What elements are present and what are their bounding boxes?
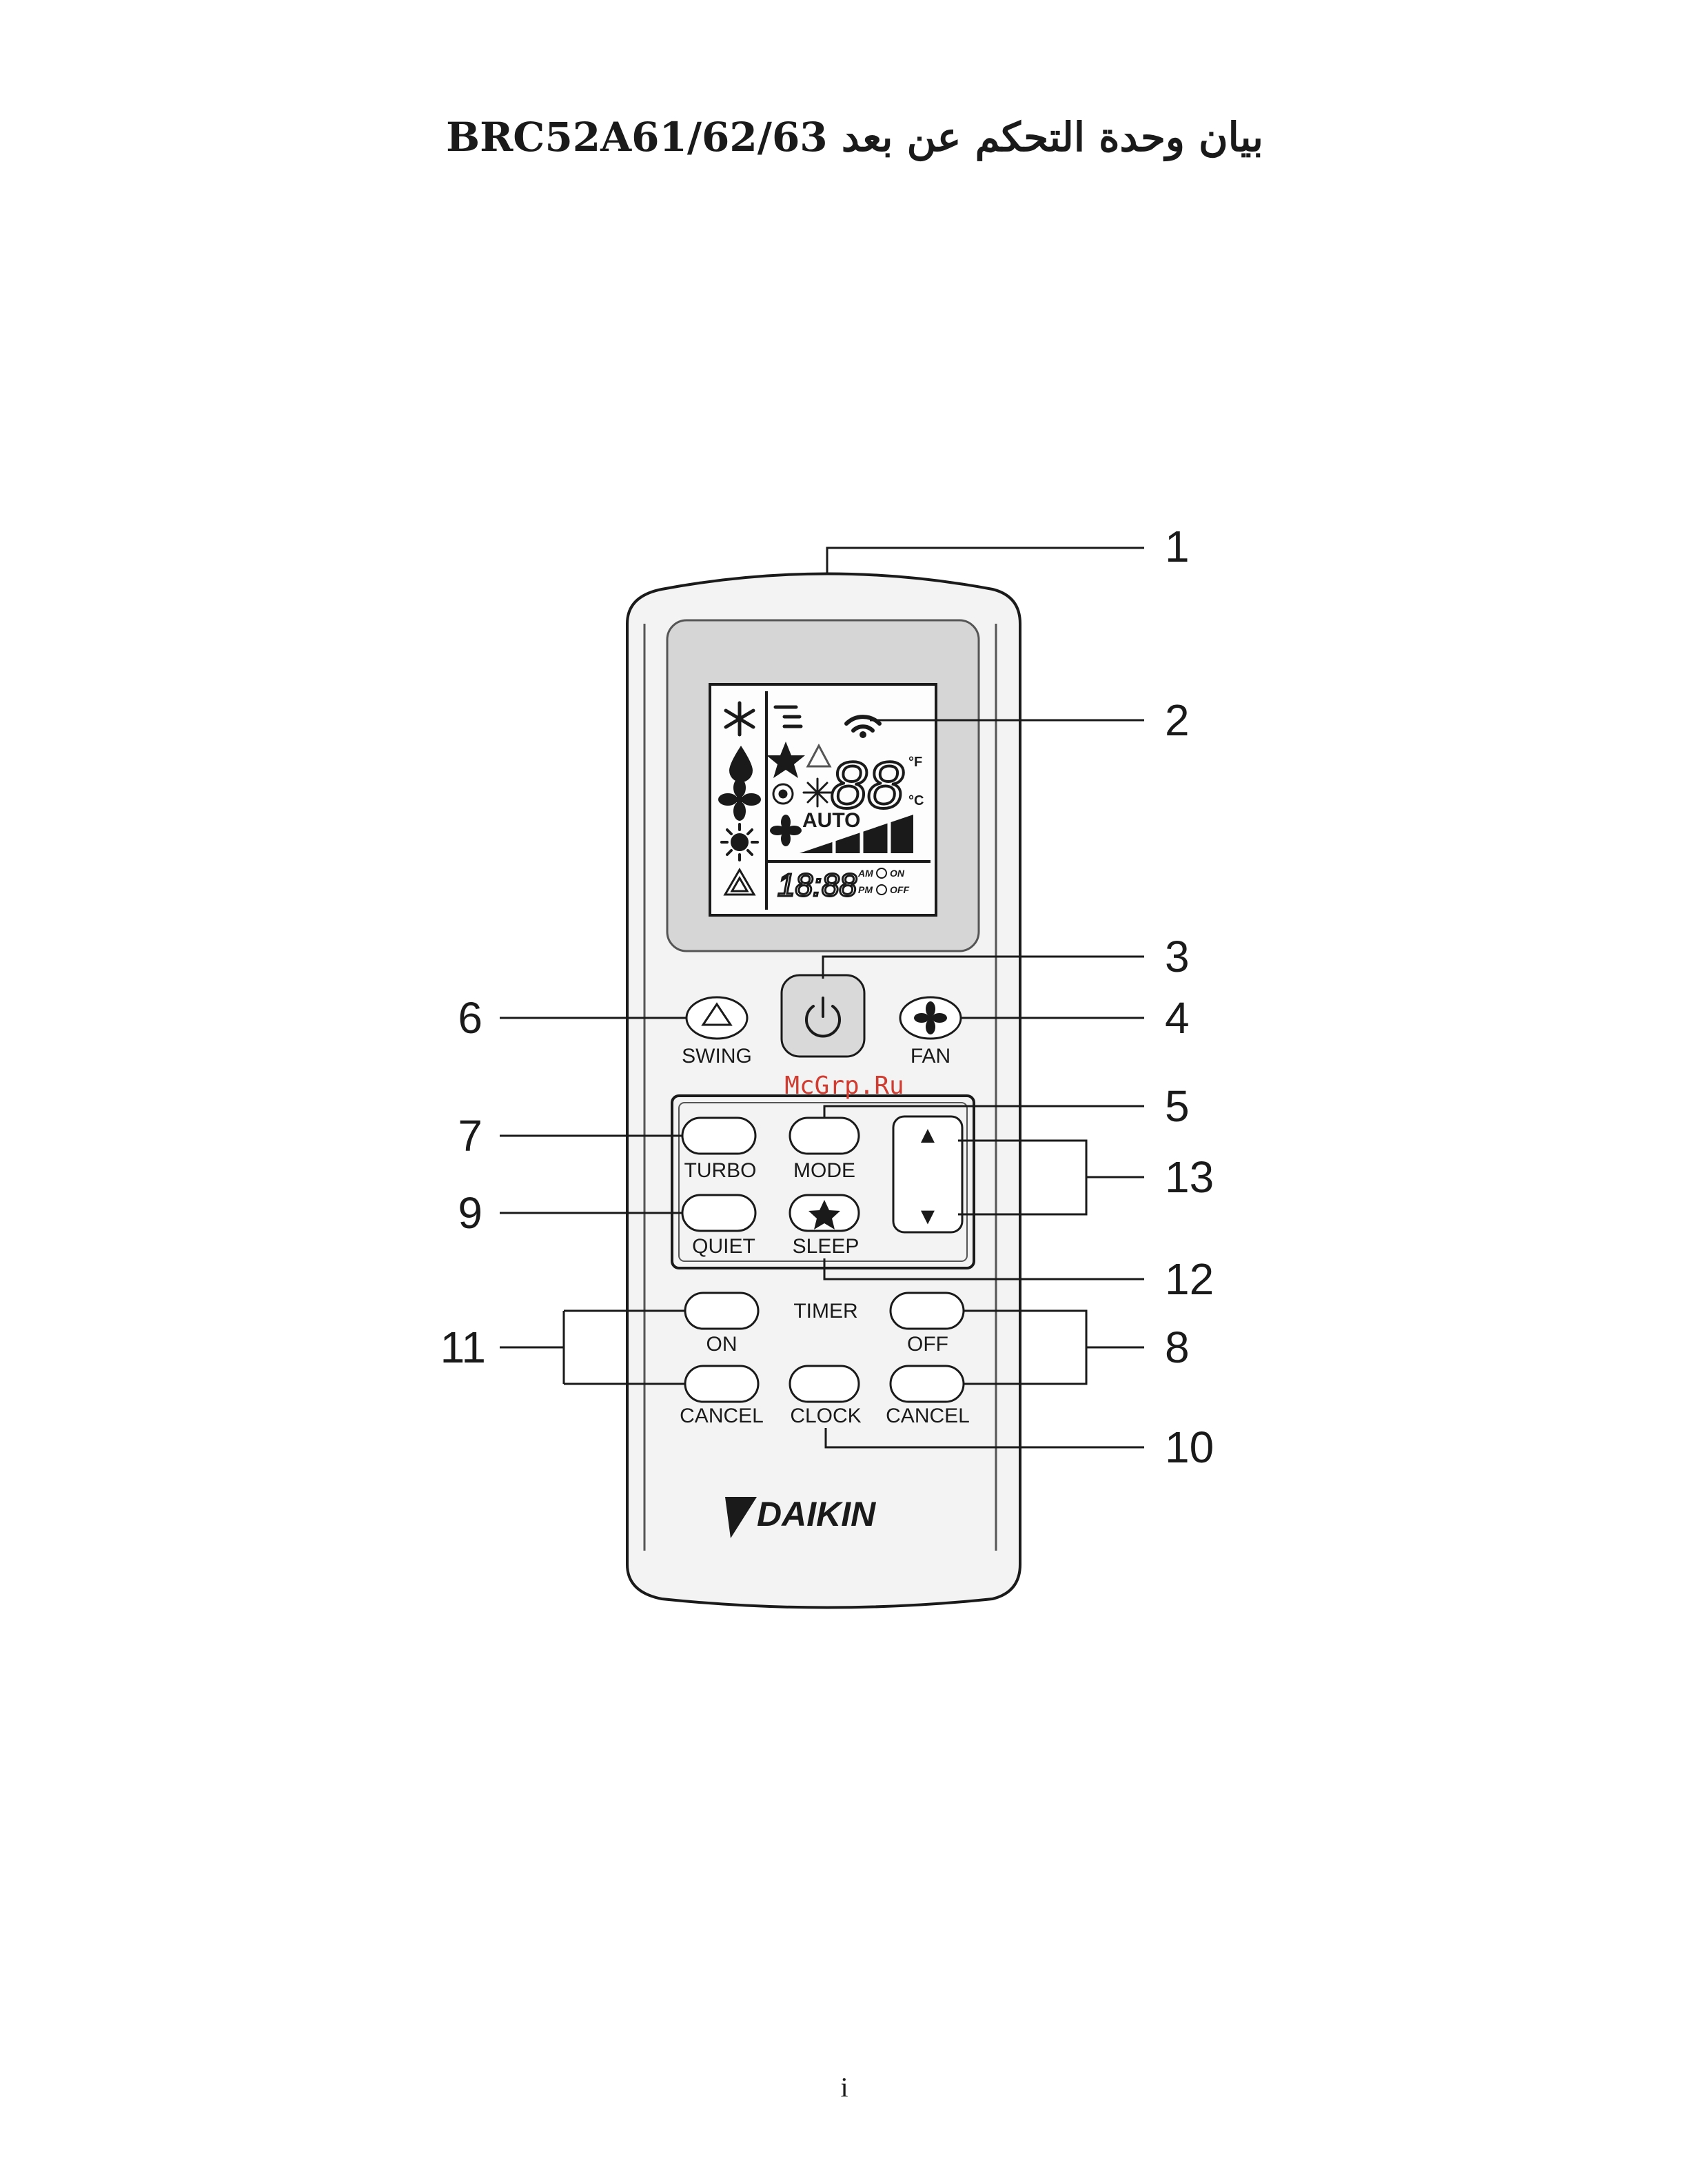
cancel-on-button[interactable] (685, 1366, 758, 1402)
swing-label: SWING (682, 1045, 752, 1068)
lcd-clock: 18:88 (777, 867, 857, 903)
lcd-unit-f: °F (908, 755, 922, 770)
quiet-button[interactable] (682, 1195, 755, 1231)
callout-3: 3 (1165, 932, 1190, 981)
callout-7: 7 (458, 1111, 482, 1161)
callout-6: 6 (458, 993, 482, 1043)
timer-off-button[interactable] (891, 1293, 964, 1329)
watermark: McGrp.Ru (765, 1072, 924, 1100)
page-number: i (758, 2071, 931, 2103)
off-label: OFF (907, 1333, 948, 1356)
cancel-off-label: CANCEL (886, 1405, 970, 1427)
temperature-up-button[interactable]: ▲ (916, 1122, 939, 1148)
timer-label: TIMER (793, 1300, 857, 1323)
timer-on-button[interactable] (685, 1293, 758, 1329)
fan-label: FAN (911, 1045, 950, 1068)
callout-12: 12 (1165, 1254, 1214, 1304)
callout-9: 9 (458, 1188, 482, 1238)
leader-1 (827, 548, 1144, 573)
on-label: ON (706, 1333, 738, 1356)
turbo-button[interactable] (682, 1118, 755, 1154)
mode-label: MODE (793, 1159, 855, 1182)
quiet-icon (804, 779, 831, 806)
callout-13: 13 (1165, 1152, 1214, 1202)
lcd-pm: PM (858, 884, 873, 895)
sun-icon (722, 824, 757, 860)
clock-label: CLOCK (790, 1405, 861, 1427)
callout-11: 11 (440, 1323, 486, 1372)
cancel-on-label: CANCEL (680, 1405, 764, 1427)
lcd-am: AM (857, 868, 873, 879)
turbo-label: TURBO (684, 1159, 757, 1182)
quiet-label: QUIET (692, 1235, 755, 1258)
lcd-fan-mode: AUTO (802, 809, 860, 832)
temperature-down-button[interactable]: ▼ (916, 1203, 939, 1229)
callout-8: 8 (1165, 1323, 1190, 1372)
callout-2: 2 (1165, 695, 1190, 745)
callout-4: 4 (1165, 993, 1190, 1043)
lcd-unit-c: °C (908, 793, 924, 808)
brand-logo: DAIKIN (757, 1495, 876, 1533)
mode-button[interactable] (790, 1118, 859, 1154)
callout-1: 1 (1165, 522, 1190, 571)
lcd-timer-on: ON (890, 868, 905, 879)
callout-10: 10 (1165, 1422, 1214, 1472)
callout-5: 5 (1165, 1081, 1190, 1131)
sleep-label: SLEEP (793, 1235, 860, 1258)
cancel-off-button[interactable] (891, 1366, 964, 1402)
lcd-timer-off: OFF (890, 884, 909, 895)
clock-button[interactable] (790, 1366, 859, 1402)
